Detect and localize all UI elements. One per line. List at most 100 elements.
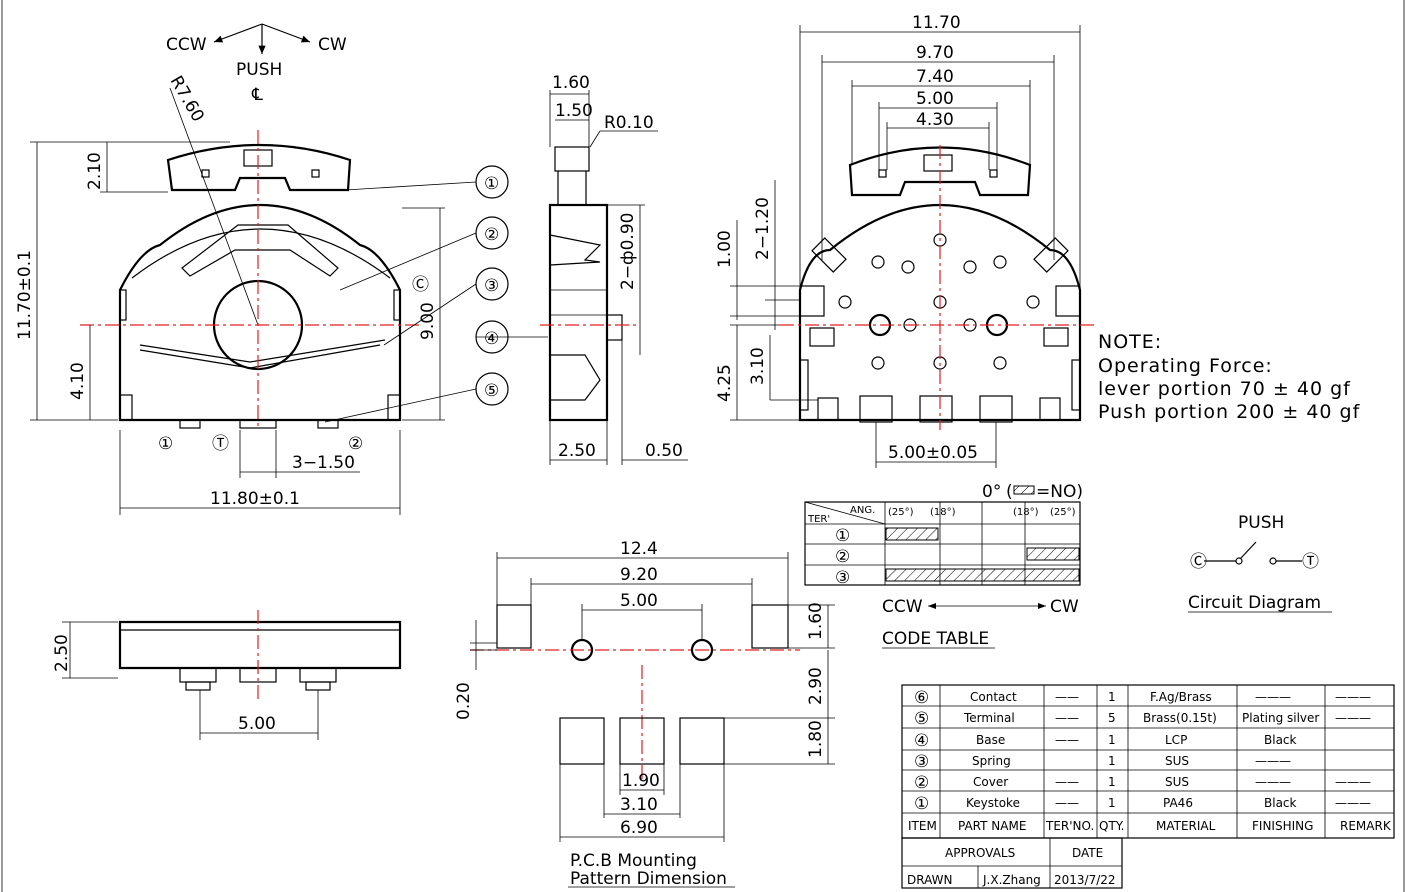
terminal-c-label: Ⓒ bbox=[412, 275, 429, 295]
bom-r3-no: ④ bbox=[914, 731, 929, 751]
bom-r6-no: ① bbox=[914, 794, 929, 814]
bom-h-qty: QTY. bbox=[1099, 819, 1125, 833]
push-label: PUSH bbox=[236, 60, 282, 80]
dim-1-50: 1.50 bbox=[555, 101, 593, 121]
balloon-2: ② bbox=[484, 225, 499, 245]
note-line3: Push portion 200 ± 40 gf bbox=[1098, 401, 1361, 423]
circuit-title: Circuit Diagram bbox=[1188, 593, 1321, 613]
bom-h-material: MATERIAL bbox=[1156, 819, 1216, 833]
code-table: 0° ( =NO) ANG. TER' (25°) (18°) (18°) (2… bbox=[804, 482, 1083, 649]
r010-label: R0.10 bbox=[604, 113, 654, 133]
bom-r4-finishing: ——— bbox=[1255, 754, 1291, 768]
code-ter: TER' bbox=[807, 514, 830, 525]
code-cw: CW bbox=[1050, 597, 1079, 617]
dim-5-00-pcb: 5.00 bbox=[620, 591, 658, 611]
bom-r6-ter: —— bbox=[1055, 796, 1079, 810]
bom-drawn: DRAWN bbox=[907, 873, 953, 887]
dim-11-70-v: 11.70±0.1 bbox=[15, 250, 35, 340]
bom-r2-finishing: Plating silver bbox=[1242, 711, 1319, 725]
bom-r6-material: PA46 bbox=[1163, 796, 1193, 810]
code-angle-3: (18°) bbox=[1013, 507, 1039, 518]
bom-r1-qty: 1 bbox=[1108, 690, 1116, 704]
code-legend: =NO) bbox=[1036, 482, 1083, 502]
bom-r5-material: SUS bbox=[1165, 775, 1189, 789]
circuit-push: PUSH bbox=[1238, 513, 1284, 533]
dim-11-80: 11.80±0.1 bbox=[210, 489, 300, 509]
dim-2-1-20: 2−1.20 bbox=[753, 197, 773, 260]
pcb-caption-2: Pattern Dimension bbox=[570, 869, 727, 889]
dim-11-70-h: 11.70 bbox=[912, 13, 961, 33]
bom-r2-qty: 5 bbox=[1108, 711, 1116, 725]
pcb-caption-1: P.C.B Mounting bbox=[570, 851, 697, 871]
dim-1-90: 1.90 bbox=[622, 771, 660, 791]
bom-drawn-date: 2013/7/22 bbox=[1054, 873, 1116, 887]
code-zero: 0° bbox=[982, 482, 1001, 502]
bom-r1-no: ⑥ bbox=[914, 688, 929, 708]
dim-3-1-50: 3−1.50 bbox=[292, 453, 355, 473]
bom-table: ⑥ Contact —— 1 F.Ag/Brass ——— ——— ⑤ Term… bbox=[901, 684, 1395, 889]
note-line2: lever portion 70 ± 40 gf bbox=[1098, 378, 1351, 400]
bom-r1-material: F.Ag/Brass bbox=[1150, 690, 1212, 704]
terminal-2-label: ② bbox=[348, 434, 363, 454]
side-view: 1.60 1.50 R0.10 2−ф0.90 2.50 0.50 bbox=[540, 73, 688, 465]
front-view: CCW CW PUSH ℄ R7.60 2.10 bbox=[15, 23, 548, 515]
note-title: NOTE: bbox=[1098, 331, 1162, 353]
bom-r2-no: ⑤ bbox=[914, 709, 929, 729]
dim-1-80: 1.80 bbox=[806, 720, 826, 758]
dim-2-10: 2.10 bbox=[85, 152, 105, 190]
dim-1-00: 1.00 bbox=[715, 230, 735, 268]
bom-r1-finishing: ——— bbox=[1255, 690, 1291, 704]
code-legend-open: ( bbox=[1006, 482, 1013, 502]
bom-r4-material: SUS bbox=[1165, 754, 1189, 768]
top-view: 11.70 9.70 7.40 5.00 4.30 1.00 2−1.20 4.… bbox=[715, 13, 1095, 468]
bom-h-finishing: FINISHING bbox=[1252, 819, 1313, 833]
bottom-view: 2.50 5.00 bbox=[52, 610, 402, 740]
dim-2-50-side: 2.50 bbox=[558, 441, 596, 461]
bom-h-remark: REMARK bbox=[1340, 819, 1392, 833]
holes bbox=[838, 233, 1040, 370]
dim-0-50: 0.50 bbox=[645, 441, 683, 461]
dim-1-60-pcb: 1.60 bbox=[806, 602, 826, 640]
circuit-diagram: PUSH Ⓒ Ⓣ Circuit Diagram bbox=[1188, 513, 1332, 613]
bom-r2-remark: ——— bbox=[1335, 711, 1371, 725]
balloon-1: ① bbox=[484, 174, 499, 194]
bom-drawn-by: J.X.Zhang bbox=[982, 873, 1041, 887]
bom-r3-material: LCP bbox=[1165, 733, 1187, 747]
circuit-c: Ⓒ bbox=[1190, 552, 1207, 572]
code-angle-2: (18°) bbox=[930, 507, 956, 518]
bom-r1-remark: ——— bbox=[1335, 690, 1371, 704]
dim-2-90: 2.90 bbox=[806, 667, 826, 705]
bom-r2-ter: —— bbox=[1055, 711, 1079, 725]
terminal-t-label: Ⓣ bbox=[212, 434, 229, 454]
dim-1-60: 1.60 bbox=[552, 73, 590, 93]
code-angle-4: (25°) bbox=[1050, 507, 1076, 518]
bom-r5-qty: 1 bbox=[1108, 775, 1116, 789]
bom-r2-material: Brass(0.15t) bbox=[1143, 711, 1217, 725]
dim-4-25: 4.25 bbox=[715, 364, 735, 402]
bom-r5-remark: ——— bbox=[1335, 775, 1371, 789]
bom-r6-part: Keystoke bbox=[966, 796, 1020, 810]
bom-r1-part: Contact bbox=[970, 690, 1017, 704]
circuit-t: Ⓣ bbox=[1302, 552, 1319, 572]
bom-h-part: PART NAME bbox=[958, 819, 1026, 833]
dim-12-4: 12.4 bbox=[620, 539, 658, 559]
centerline-symbol: ℄ bbox=[251, 85, 263, 105]
bom-r5-ter: —— bbox=[1055, 775, 1079, 789]
code-ang: ANG. bbox=[850, 505, 875, 516]
bom-r6-remark: ——— bbox=[1335, 796, 1371, 810]
bom-r5-part: Cover bbox=[973, 775, 1008, 789]
dim-2-phi-0-90: 2−ф0.90 bbox=[618, 213, 638, 290]
pcb-pattern: 12.4 9.20 5.00 1.60 0.20 2.90 1.80 1.90 … bbox=[454, 539, 835, 889]
balloon-3: ③ bbox=[484, 276, 499, 296]
dim-3-10-pcb: 3.10 bbox=[620, 795, 658, 815]
bom-r6-finishing: Black bbox=[1264, 796, 1297, 810]
bom-r3-part: Base bbox=[976, 733, 1005, 747]
dim-5-00-bottom: 5.00 bbox=[238, 714, 276, 734]
bom-r5-finishing: ——— bbox=[1255, 775, 1291, 789]
note-block: NOTE: Operating Force: lever portion 70 … bbox=[1098, 331, 1361, 423]
dim-4-30: 4.30 bbox=[916, 110, 954, 130]
dim-9-70: 9.70 bbox=[916, 43, 954, 63]
code-ccw: CCW bbox=[882, 597, 923, 617]
bom-date: DATE bbox=[1072, 846, 1103, 860]
